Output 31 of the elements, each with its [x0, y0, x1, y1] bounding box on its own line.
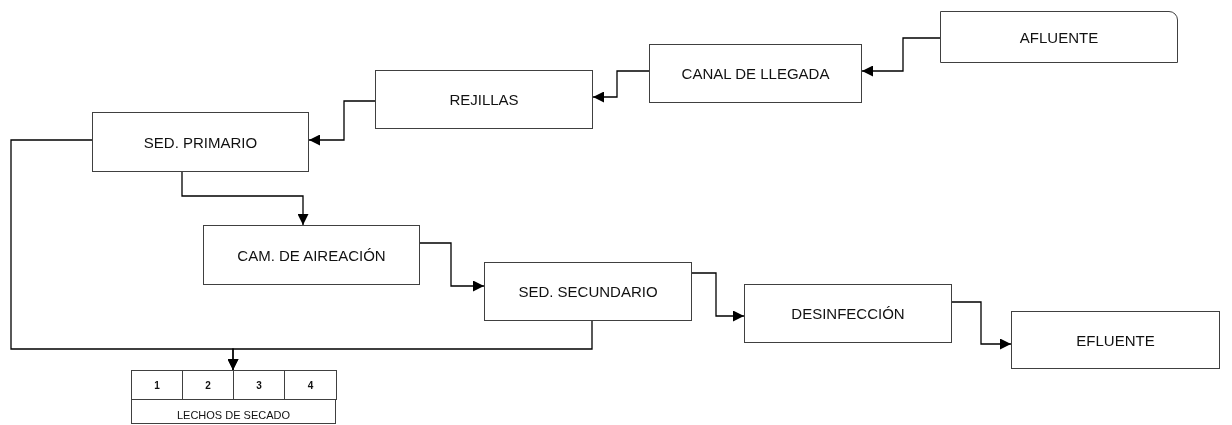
process-box: [649, 44, 862, 103]
bed-number: 2: [205, 379, 211, 391]
process-label: CANAL DE LLEGADA: [681, 65, 830, 82]
process-label: REJILLAS: [449, 91, 519, 108]
arrow: [951, 301, 1012, 350]
process-label: AFLUENTE: [1019, 28, 1099, 46]
process-label: SED. SECUNDARIO: [518, 283, 658, 300]
bed-number: 3: [256, 379, 262, 391]
drying-beds-box: [131, 370, 336, 424]
arrow: [308, 100, 376, 146]
bed-number: 4: [307, 379, 314, 391]
arrow: [227, 320, 593, 371]
arrow: [181, 171, 309, 226]
arrow: [419, 242, 485, 292]
arrow: [861, 37, 941, 77]
process-label: SED. PRIMARIO: [143, 133, 258, 151]
process-box: [484, 262, 692, 321]
process-box: [203, 225, 420, 285]
process-label: CAM. DE AIREACIÓN: [237, 246, 386, 264]
bed-label: LECHOS DE SECADO: [175, 409, 292, 421]
process-box: [1011, 311, 1220, 369]
arrow: [691, 272, 745, 322]
process-label: EFLUENTE: [1076, 331, 1155, 349]
process-box: [940, 11, 1178, 63]
bed-number: 1: [154, 379, 160, 391]
process-box: [744, 284, 952, 343]
arrow: [592, 70, 650, 103]
process-box: [375, 70, 593, 129]
process-box: [92, 112, 309, 172]
bed-cell: [284, 370, 337, 400]
process-label: DESINFECCIÓN: [791, 305, 905, 322]
